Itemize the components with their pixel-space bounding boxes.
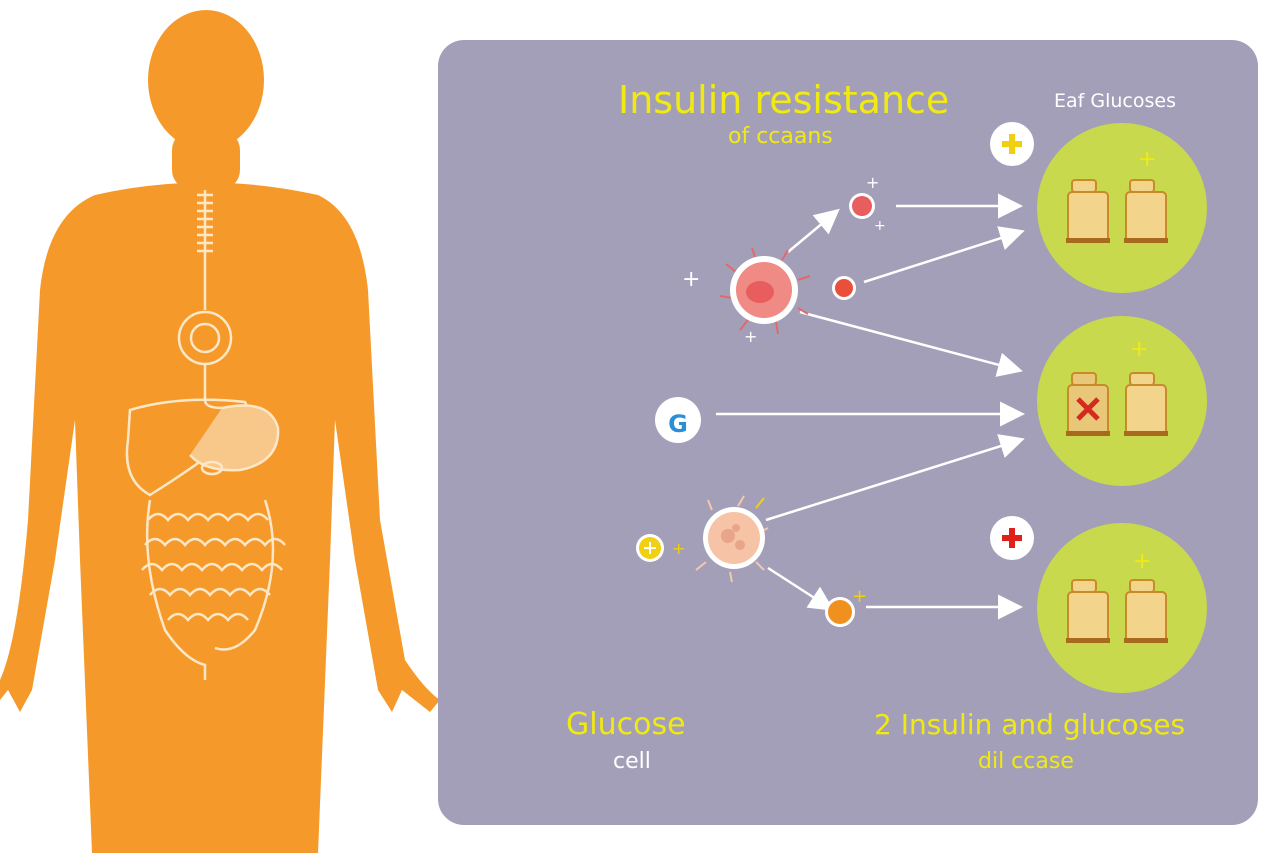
arrow-insulin-cell-to-middle (799, 310, 1023, 377)
arrow-red-dot-to-top (863, 226, 1025, 284)
cell-label: cell (613, 749, 651, 774)
glucose-container-group-bottom: + (1066, 549, 1168, 643)
orange-dot-icon: + (825, 586, 867, 627)
svg-text:+: + (682, 267, 700, 292)
svg-text:+: + (744, 327, 757, 346)
digestive-organs (125, 190, 286, 680)
red-dot-icon (832, 276, 856, 300)
insulin-glucose-sublabel: dil ccase (978, 749, 1074, 774)
human-body-illustration (0, 10, 440, 853)
flow-arrows (716, 193, 1025, 620)
blocked-x-icon (1076, 397, 1100, 421)
arrow-cell-to-orange-dot (767, 566, 835, 611)
diagram-subtitle: of ccaans (728, 124, 833, 149)
svg-text:+: + (852, 586, 867, 607)
top-right-label: Eaf Glucoses (1054, 90, 1176, 112)
insulin-glucose-label: 2 Insulin and glucoses (874, 708, 1186, 741)
svg-text:+: + (1130, 337, 1148, 362)
glucose-container-group-middle: + (1066, 337, 1168, 436)
insulin-cell-icon: + + (682, 247, 811, 346)
svg-text:+: + (874, 218, 886, 234)
target-cell-circle-top (1037, 123, 1207, 293)
arrow-cell-to-middle (765, 434, 1025, 522)
plus-badge-bottom-icon (990, 516, 1034, 560)
glucose-container-group-top: + (1066, 147, 1168, 243)
svg-text:+: + (866, 173, 879, 192)
small-red-cell-icon: + + (849, 173, 886, 234)
target-cell-circle-bottom (1037, 523, 1207, 693)
svg-text:+: + (1138, 147, 1156, 172)
stomach-shape (189, 404, 280, 472)
plus-badge-top-icon (990, 122, 1034, 166)
insulin-resistance-panel: + + (438, 40, 1258, 825)
glucose-molecule-icon: + (636, 534, 685, 562)
diagram-title: Insulin resistance (618, 78, 950, 122)
g-marker-circle (655, 397, 701, 443)
intestine-shape (141, 512, 286, 622)
glucose-cell-icon (695, 495, 769, 583)
glucose-label: Glucose (566, 707, 686, 742)
svg-text:+: + (672, 539, 685, 558)
g-marker-letter: G (668, 410, 688, 438)
svg-text:+: + (1133, 549, 1151, 574)
target-cell-circle-middle (1037, 316, 1207, 486)
body-silhouette (0, 10, 440, 853)
arrow-insulin-to-small (787, 208, 840, 253)
